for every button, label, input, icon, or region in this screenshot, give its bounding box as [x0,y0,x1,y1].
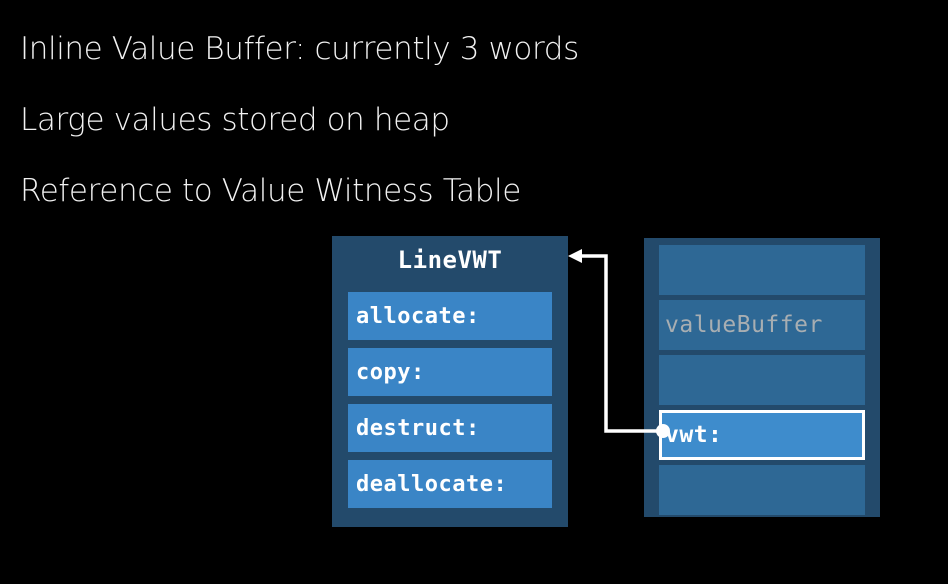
bullet-line-2: Large values stored on heap [20,102,450,138]
container-row-5 [659,465,865,515]
vwt-row-copy: copy: [348,348,552,396]
container-row-value-buffer: valueBuffer [659,300,865,350]
arrowhead-icon [568,249,582,263]
vwt-row-allocate: allocate: [348,292,552,340]
container-row-vwt: vwt: [659,410,865,460]
existential-container-box: valueBuffer vwt: [644,238,880,517]
bullet-list: Inline Value Buffer: currently 3 words L… [20,14,720,227]
value-witness-table-box: LineVWT allocate: copy: destruct: deallo… [332,236,568,527]
value-witness-table-title: LineVWT [397,246,503,274]
vwt-row-deallocate: deallocate: [348,460,552,508]
existential-container-rows: valueBuffer vwt: [659,245,865,520]
container-row-1 [659,245,865,295]
vwt-row-destruct: destruct: [348,404,552,452]
bullet-line-3: Reference to Value Witness Table [20,173,521,209]
bullet-line-1: Inline Value Buffer: currently 3 words [20,31,579,67]
container-row-3 [659,355,865,405]
value-witness-table-rows: allocate: copy: destruct: deallocate: [348,292,552,516]
